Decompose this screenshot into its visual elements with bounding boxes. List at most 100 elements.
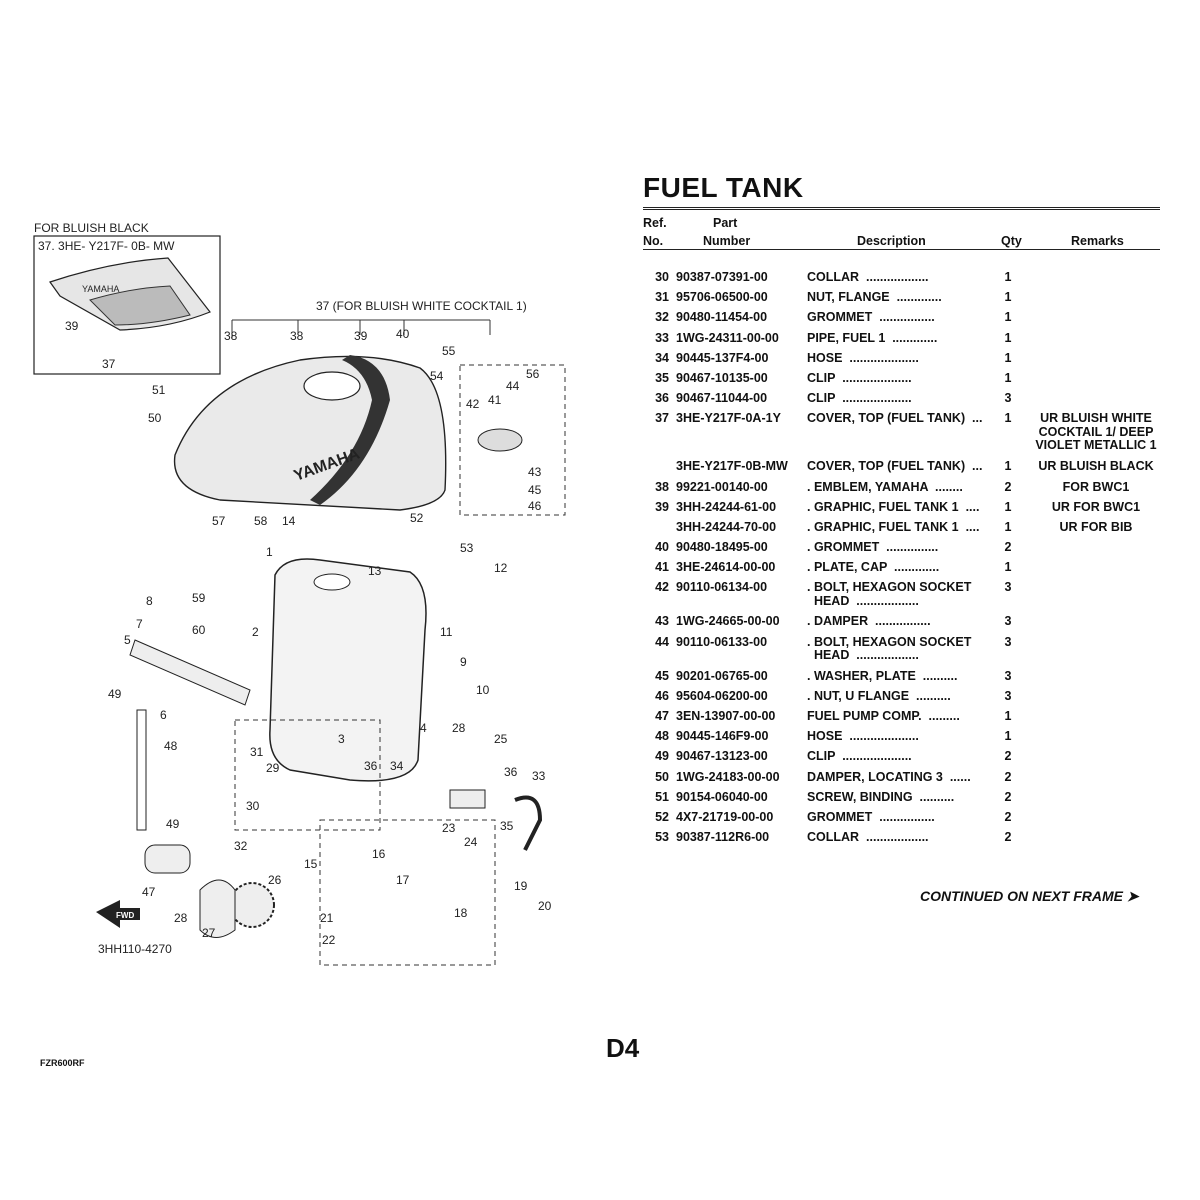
description-cell: FUEL PUMP COMP. ......... xyxy=(807,709,960,723)
fuel-pump xyxy=(144,844,191,874)
callout: 16 xyxy=(372,847,386,861)
callout: 1 xyxy=(266,545,273,559)
qty-cell: 3 xyxy=(1004,580,1012,595)
callout: 17 xyxy=(396,873,410,887)
table-row: 47 3EN-13907-00-00 FUEL PUMP COMP. .......… xyxy=(643,709,1160,730)
part-number-cell: 95706-06500-00 xyxy=(676,290,768,305)
part-number-cell: 1WG-24183-00-00 xyxy=(676,769,780,784)
callout: 21 xyxy=(320,911,334,925)
callout: 55 xyxy=(442,344,456,358)
callout: 60 xyxy=(192,623,206,637)
header-remarks: Remarks xyxy=(1071,234,1124,248)
qty-cell: 3 xyxy=(1004,614,1012,629)
callout: 8 xyxy=(146,594,153,608)
description-cell: . GRAPHIC, FUEL TANK 1 .... xyxy=(807,519,980,534)
tank-neck xyxy=(313,573,351,591)
cap-assembly-box xyxy=(459,364,566,516)
description-cell: . GROMMET ............... xyxy=(807,540,939,555)
remarks-cell: UR FOR BWC1 xyxy=(1051,499,1141,514)
description-cell: NUT, FLANGE ............. xyxy=(807,290,942,305)
ref-cell: 49 xyxy=(655,749,669,764)
fuel-tank-shape xyxy=(269,558,427,782)
part-number-cell: 90480-11454-00 xyxy=(676,310,768,325)
qty-cell: 2 xyxy=(1004,809,1012,824)
callout: 2 xyxy=(252,625,259,639)
cover-bracket xyxy=(231,319,491,338)
qty-cell: 1 xyxy=(1004,330,1012,345)
qty-cell: 3 xyxy=(1004,668,1012,683)
hose-48 xyxy=(136,709,147,831)
part-number-cell: 3EN-13907-00-00 xyxy=(676,709,776,723)
description-cell: . BOLT, HEXAGON SOCKET HEAD ............… xyxy=(807,580,972,608)
callout: 15 xyxy=(304,857,318,871)
qty-cell: 1 xyxy=(1004,459,1012,474)
callout: 38 xyxy=(224,329,238,343)
description-cell: . NUT, U FLANGE .......... xyxy=(807,688,951,703)
part-number-cell: 90110-06133-00 xyxy=(676,634,768,649)
callout: 58 xyxy=(254,514,268,528)
callout: 26 xyxy=(268,873,282,887)
ref-cell: 41 xyxy=(655,560,669,575)
callout: 52 xyxy=(410,511,424,525)
qty-cell: 1 xyxy=(1004,350,1012,365)
ref-cell: 42 xyxy=(655,580,669,595)
ref-cell: 51 xyxy=(655,789,669,804)
part-number-cell: 3HE-Y217F-0B-MW xyxy=(676,459,788,474)
part-number-cell: 90445-146F9-00 xyxy=(676,729,769,744)
qty-cell: 1 xyxy=(1004,729,1012,744)
ref-cell: 40 xyxy=(655,540,669,555)
remarks-cell: FOR BWC1 xyxy=(1062,479,1130,494)
callout: 19 xyxy=(514,879,528,893)
part-number-cell: 3HE-Y217F-0A-1Y xyxy=(676,411,781,426)
filter xyxy=(449,789,486,809)
header-description: Description xyxy=(857,234,926,248)
fwd-arrow-icon xyxy=(96,900,140,928)
callout: 11 xyxy=(440,625,453,639)
qty-cell: 3 xyxy=(1004,634,1012,649)
ref-cell: 47 xyxy=(655,709,669,723)
callout: 32 xyxy=(234,839,248,853)
part-number-cell: 90467-13123-00 xyxy=(676,749,768,764)
callout: 36 xyxy=(504,765,518,779)
callout: 4 xyxy=(420,721,427,735)
qty-cell: 2 xyxy=(1004,479,1012,494)
ref-cell: 36 xyxy=(655,391,669,406)
callout: 20 xyxy=(538,899,552,913)
qty-cell: 2 xyxy=(1004,789,1012,804)
inset-graphic-shape xyxy=(89,285,191,326)
callout: 13 xyxy=(368,564,382,578)
callout: 39 xyxy=(354,329,368,343)
part-number-cell: 3HH-24244-61-00 xyxy=(676,499,777,514)
description-cell: . BOLT, HEXAGON SOCKET HEAD ............… xyxy=(807,634,972,663)
ref-cell: 38 xyxy=(655,479,669,494)
callout: 14 xyxy=(282,514,296,528)
description-cell: COLLAR .................. xyxy=(807,270,929,284)
pump-area-box xyxy=(234,719,381,831)
callout: 44 xyxy=(506,379,520,393)
qty-cell: 1 xyxy=(1004,411,1012,426)
callout: 29 xyxy=(266,761,280,775)
description-cell: HOSE .................... xyxy=(807,350,919,365)
ref-cell: 33 xyxy=(655,330,669,345)
part-number-cell: 90445-137F4-00 xyxy=(676,350,769,365)
gear-ring xyxy=(229,882,275,928)
callout: 28 xyxy=(452,721,466,735)
remarks-cell: UR FOR BIB xyxy=(1059,519,1133,534)
callout: 49 xyxy=(108,687,122,701)
ref-cell: 50 xyxy=(655,769,669,784)
drawing-code: 3HH110-4270 xyxy=(98,942,172,956)
page-title: FUEL TANK xyxy=(643,172,804,203)
ref-cell: 37 xyxy=(655,411,669,426)
qty-cell: 1 xyxy=(1004,519,1012,534)
callout: 47 xyxy=(142,885,156,899)
callout: 25 xyxy=(494,732,508,746)
